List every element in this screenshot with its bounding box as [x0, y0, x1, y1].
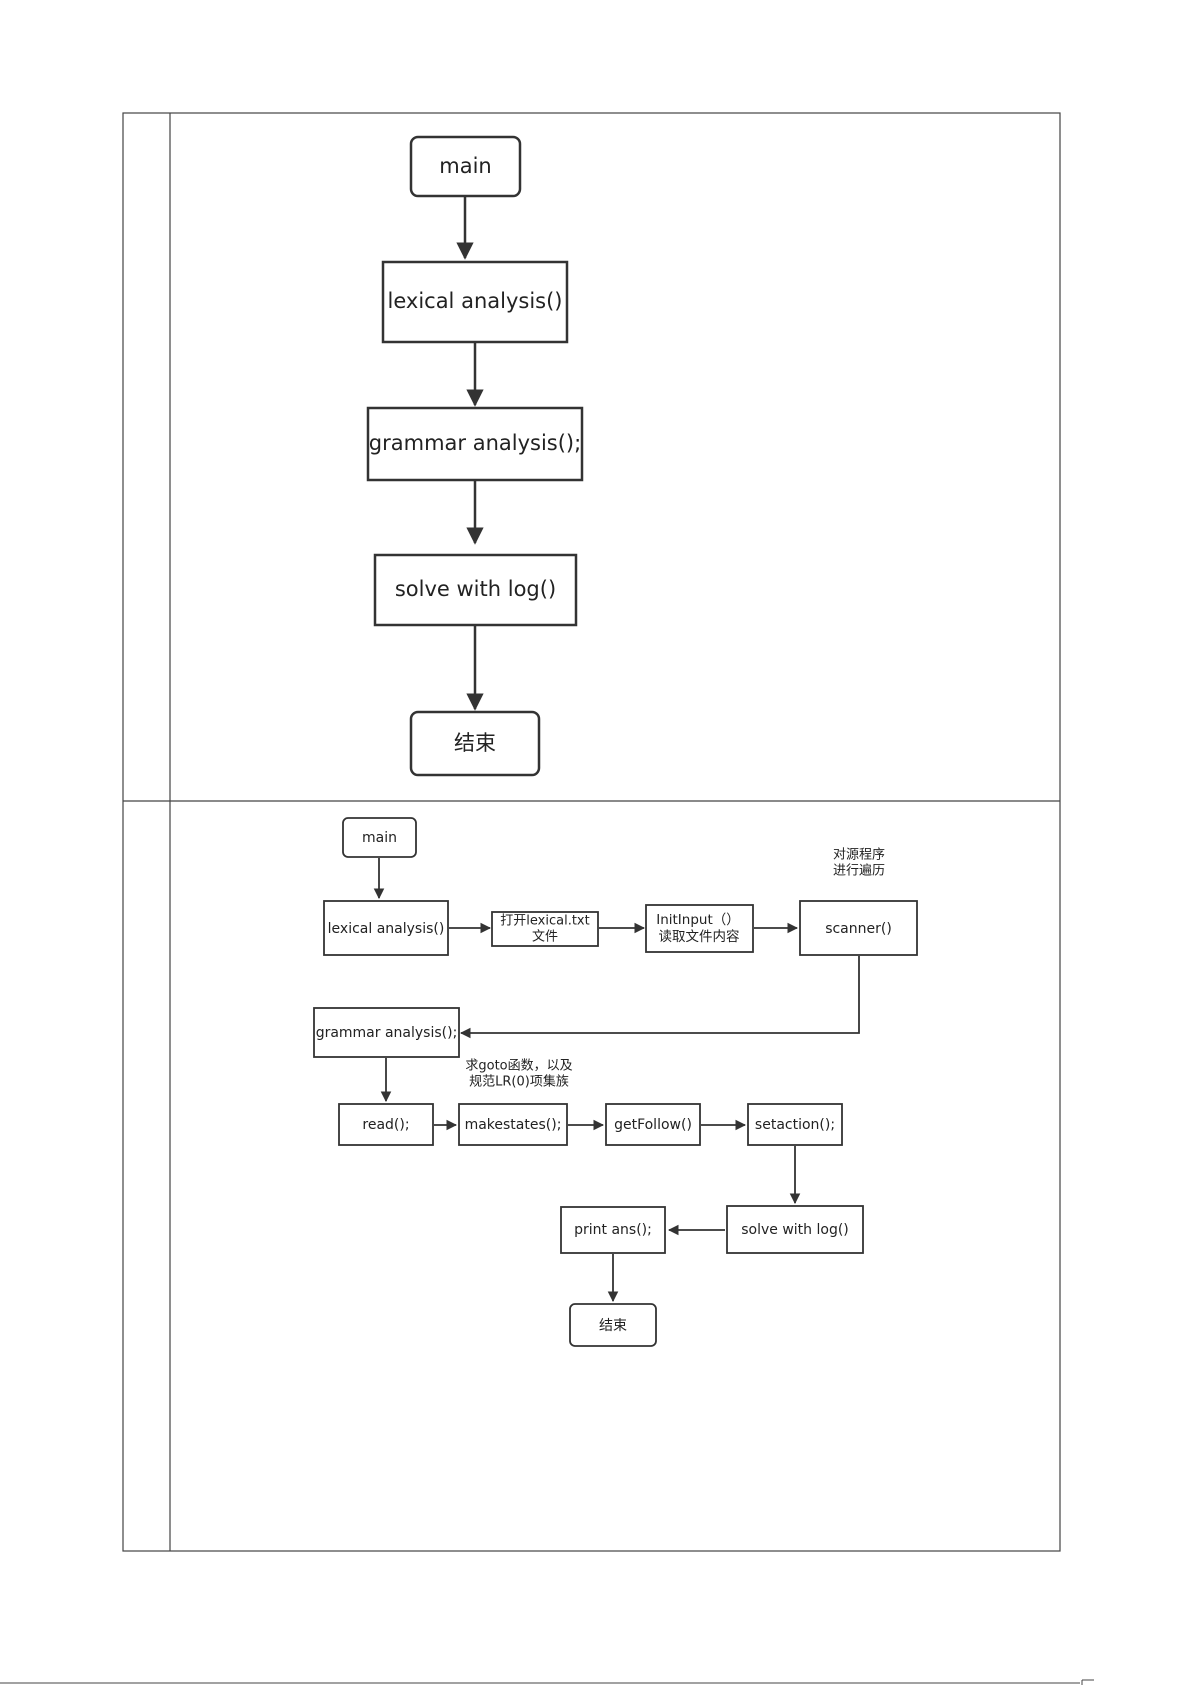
node-lexical-analysis-label: lexical analysis()	[388, 289, 563, 313]
node-grammar-analysis: grammar analysis();	[314, 1008, 459, 1057]
node-open-lexical-file: 打开lexical.txt 文件	[492, 912, 598, 946]
node-grammar-analysis-label: grammar analysis();	[369, 431, 581, 455]
node-makestates-label: makestates();	[465, 1117, 562, 1133]
node-main-label: main	[439, 154, 491, 178]
node-solve-with-log-label: solve with log()	[741, 1222, 849, 1238]
node-open-lexical-file-label-line2: 文件	[532, 930, 558, 945]
node-getfollow-label: getFollow()	[614, 1117, 692, 1133]
flowchart-2: main lexical analysis() 打开lexical.txt 文件…	[314, 818, 917, 1346]
node-end-label: 结束	[454, 731, 496, 755]
node-end: 结束	[570, 1304, 656, 1346]
note-traverse-source-line1: 对源程序	[833, 848, 885, 863]
node-print-ans: print ans();	[561, 1207, 665, 1253]
node-solve-with-log-label: solve with log()	[395, 577, 556, 601]
node-grammar-analysis-label: grammar analysis();	[316, 1025, 458, 1041]
node-read: read();	[339, 1104, 433, 1145]
node-solve-with-log: solve with log()	[375, 555, 576, 625]
node-makestates: makestates();	[459, 1104, 567, 1145]
node-lexical-analysis: lexical analysis()	[324, 901, 448, 955]
node-getfollow: getFollow()	[606, 1104, 700, 1145]
node-main: main	[343, 818, 416, 857]
node-end-label: 结束	[599, 1318, 627, 1334]
note-goto-function: 求goto函数，以及 规范LR(0)项集族	[465, 1059, 572, 1090]
note-traverse-source-line2: 进行遍历	[833, 863, 885, 879]
note-goto-function-line2: 规范LR(0)项集族	[469, 1074, 569, 1090]
node-open-lexical-file-label-line1: 打开lexical.txt	[500, 914, 589, 929]
node-print-ans-label: print ans();	[574, 1222, 652, 1238]
flowchart-1: main lexical analysis() grammar analysis…	[368, 137, 582, 775]
page-bottom-rule	[0, 1680, 1094, 1685]
node-init-input: InitInput（） 读取文件内容	[646, 905, 753, 952]
node-lexical-analysis-label: lexical analysis()	[328, 921, 445, 937]
node-solve-with-log: solve with log()	[727, 1206, 863, 1253]
node-scanner: scanner()	[800, 901, 917, 955]
node-setaction-label: setaction();	[755, 1117, 835, 1133]
node-main-label: main	[362, 830, 397, 846]
node-grammar-analysis: grammar analysis();	[368, 408, 582, 480]
arrow-scanner-to-grammar	[461, 956, 859, 1033]
node-read-label: read();	[362, 1117, 409, 1133]
node-end: 结束	[411, 712, 539, 775]
note-goto-function-line1: 求goto函数，以及	[465, 1059, 572, 1074]
node-setaction: setaction();	[748, 1104, 842, 1145]
node-scanner-label: scanner()	[825, 921, 892, 937]
note-traverse-source: 对源程序 进行遍历	[833, 848, 885, 879]
node-init-input-label-line1: InitInput（）	[656, 912, 740, 928]
node-main: main	[411, 137, 520, 196]
node-lexical-analysis: lexical analysis()	[383, 262, 567, 342]
node-init-input-label-line2: 读取文件内容	[659, 928, 740, 945]
